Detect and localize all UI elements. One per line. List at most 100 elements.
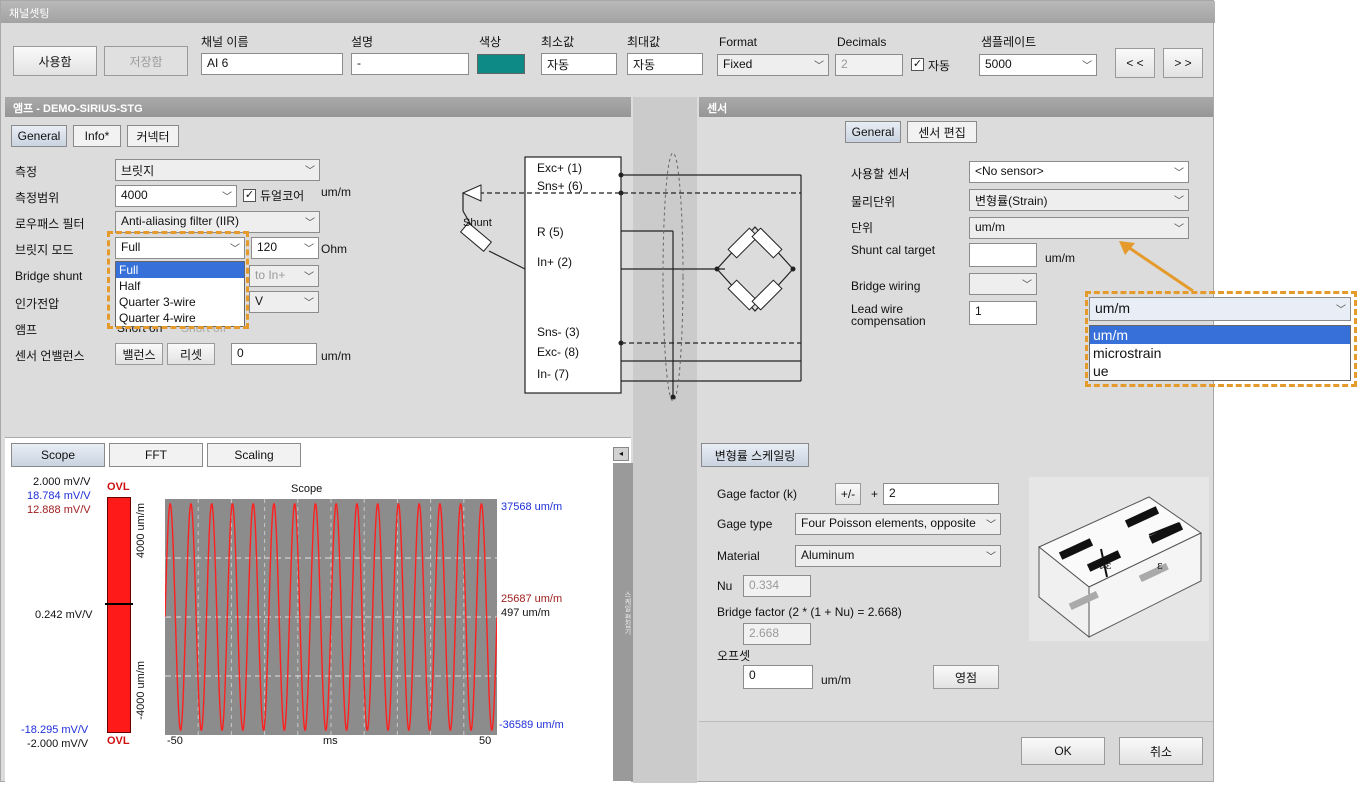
dualcore-label: 듀얼코어 — [260, 189, 305, 203]
zero-button[interactable]: 영점 — [933, 665, 999, 689]
sign-toggle-button[interactable]: +/- — [835, 483, 861, 505]
connector-box — [524, 156, 622, 394]
bridge-mode-highlight — [107, 231, 249, 329]
prev-channel-button[interactable]: < < — [1115, 48, 1155, 78]
material-select[interactable]: Aluminum﹀ — [795, 545, 1001, 567]
bridge-factor-input[interactable]: 2.668 — [743, 623, 811, 645]
use-sensor-select[interactable]: <No sensor>﹀ — [969, 161, 1189, 183]
node — [714, 266, 720, 272]
lead-wire-label-line1: Lead wire — [851, 302, 904, 316]
unbalance-input[interactable]: 0 — [231, 343, 317, 365]
measure-select[interactable]: 브릿지﹀ — [115, 159, 320, 181]
offset-input[interactable]: 0 — [743, 665, 813, 689]
bridge-shunt-select[interactable]: to In+﹀ — [249, 265, 319, 287]
nu-input[interactable]: 0.334 — [743, 575, 811, 597]
plus-sign: + — [871, 487, 879, 501]
tab-info[interactable]: Info* — [73, 125, 121, 147]
strain-scaling-header[interactable]: 변형률 스케일링 — [701, 443, 809, 467]
tab-general[interactable]: General — [11, 125, 67, 147]
scope-left-bottom: -2.000 mV/V — [27, 738, 89, 750]
scope-x-min: -50 — [167, 735, 183, 747]
scope-x-unit: ms — [323, 735, 338, 747]
callout-arrowhead — [1119, 241, 1135, 255]
range-unit: um/m — [321, 185, 351, 199]
scope-y-label-top: 4000 um/m — [135, 503, 147, 559]
wiring-diagram — [459, 152, 802, 402]
next-channel-button[interactable]: > > — [1163, 48, 1203, 78]
tab-connector[interactable]: 커넥터 — [127, 125, 179, 147]
cancel-button[interactable]: 취소 — [1119, 737, 1203, 765]
decimals-input[interactable]: 2 — [835, 54, 903, 76]
channel-name-input[interactable]: AI 6 — [201, 53, 343, 75]
excitation-label: 인가전압 — [15, 297, 60, 311]
auto-decimals-label: 자동 — [928, 59, 951, 73]
bridge-wiring-label: Bridge wiring — [851, 279, 921, 293]
bridge-mode-option[interactable]: Quarter 3-wire — [119, 295, 196, 309]
unit-select[interactable]: um/m﹀ — [969, 217, 1189, 239]
cable-shield — [662, 152, 684, 402]
description-input[interactable]: - — [351, 53, 469, 75]
resistance-unit: Ohm — [321, 242, 348, 256]
color-label: 색상 — [479, 35, 502, 49]
ok-button[interactable]: OK — [1021, 737, 1105, 765]
reset-button[interactable]: 리셋 — [167, 343, 215, 365]
bridge-resistor-2 — [751, 227, 783, 259]
ovl-bottom: OVL — [107, 735, 130, 747]
resistance-select[interactable]: 120﹀ — [251, 237, 319, 259]
max-input[interactable]: 자동 — [627, 53, 703, 75]
gage-diagram: νε ε — [1038, 496, 1202, 639]
tab-scope[interactable]: Scope — [11, 443, 105, 467]
bridge-wiring-select[interactable]: ﹀ — [969, 273, 1037, 295]
unbalance-label: 센서 언밸런스 — [15, 349, 85, 363]
physical-unit-select[interactable]: 변형률(Strain)﹀ — [969, 189, 1189, 211]
save-button[interactable]: 저장함 — [104, 46, 188, 76]
offset-label: 오프셋 — [717, 649, 751, 663]
format-select[interactable]: Fixed﹀ — [717, 54, 829, 76]
unit-option[interactable]: microstrain — [1093, 345, 1162, 361]
material-label: Material — [717, 549, 760, 563]
min-input[interactable]: 자동 — [541, 53, 617, 75]
sensor-tab-general[interactable]: General — [845, 121, 901, 143]
tab-scaling[interactable]: Scaling — [207, 443, 301, 467]
use-button[interactable]: 사용함 — [13, 46, 97, 76]
range-select[interactable]: 4000﹀ — [115, 185, 237, 207]
chevron-down-icon: ﹀ — [1082, 60, 1092, 72]
bridge-mode-option[interactable]: Full — [116, 262, 244, 278]
amp-label: 앰프 — [15, 323, 38, 337]
lowpass-select[interactable]: Anti-aliasing filter (IIR)﹀ — [115, 211, 320, 233]
balance-button[interactable]: 밸런스 — [115, 343, 163, 365]
bridge-resistor-1 — [727, 227, 759, 259]
bridge-mode-option[interactable]: Half — [119, 279, 141, 293]
chevron-down-icon: ﹀ — [1022, 279, 1032, 291]
gage-factor-input[interactable]: 2 — [883, 483, 999, 505]
gage-type-label: Gage type — [717, 517, 773, 531]
chevron-down-icon: ﹀ — [230, 243, 240, 255]
dualcore-checkbox[interactable]: ✓ — [243, 189, 256, 202]
shunt-resistor — [459, 222, 493, 252]
sensor-tab-edit[interactable]: 센서 편집 — [907, 121, 977, 143]
collapse-icon[interactable]: ◂ — [613, 447, 629, 461]
bridge-mode-option[interactable]: Quarter 4-wire — [119, 311, 196, 325]
bridge-mode-select[interactable]: Full﹀ — [115, 237, 245, 259]
min-label: 최소값 — [541, 35, 575, 49]
excitation-select[interactable]: V﹀ — [249, 291, 319, 313]
unit-option[interactable]: um/m — [1090, 326, 1350, 344]
unit-label: 단위 — [851, 221, 874, 235]
unit-option[interactable]: ue — [1093, 363, 1109, 379]
window-title: 채널셋팅 — [1, 1, 1215, 23]
range-label: 측정범위 — [15, 191, 60, 205]
scope-y-label-bottom: -4000 um/m — [135, 661, 147, 720]
color-swatch[interactable] — [477, 54, 525, 74]
channel-name-label: 채널 이름 — [201, 35, 249, 49]
unit-dropdown-select[interactable]: um/m﹀ — [1089, 297, 1351, 321]
unit-value: um/m — [975, 220, 1005, 234]
lead-wire-input[interactable]: 1 — [969, 301, 1037, 325]
chevron-down-icon: ﹀ — [305, 165, 315, 177]
shunt-target-input[interactable] — [969, 243, 1037, 267]
gage-type-select[interactable]: Four Poisson elements, opposite﹀ — [795, 513, 1001, 535]
auto-decimals-checkbox[interactable]: ✓ — [911, 58, 924, 71]
samplerate-select[interactable]: 5000﹀ — [979, 54, 1097, 76]
chevron-down-icon: ﹀ — [1336, 304, 1346, 316]
tab-fft[interactable]: FFT — [109, 443, 203, 467]
